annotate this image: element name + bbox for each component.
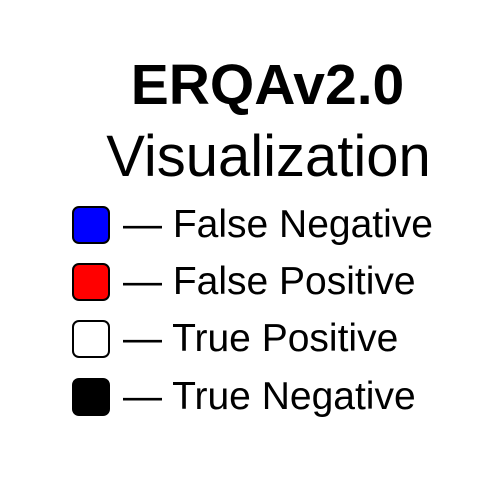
legend-label: — False Negative [123,203,433,246]
legend-item-false-positive: — False Positive [72,261,416,303]
legend-item-true-positive: — True Positive [72,318,398,360]
legend-item-true-negative: — True Negative [72,376,416,418]
legend-item-false-negative: — False Negative [72,204,433,246]
true-negative-swatch [72,378,110,416]
title-line-bold: ERQAv2.0 [130,53,405,117]
legend-label: — True Negative [123,375,416,418]
false-positive-swatch [72,263,110,301]
legend-label: — True Positive [123,317,399,360]
true-positive-swatch [72,320,110,358]
legend-label: — False Positive [123,260,416,303]
title-line-regular: Visualization [106,124,431,189]
false-negative-swatch [72,206,110,244]
